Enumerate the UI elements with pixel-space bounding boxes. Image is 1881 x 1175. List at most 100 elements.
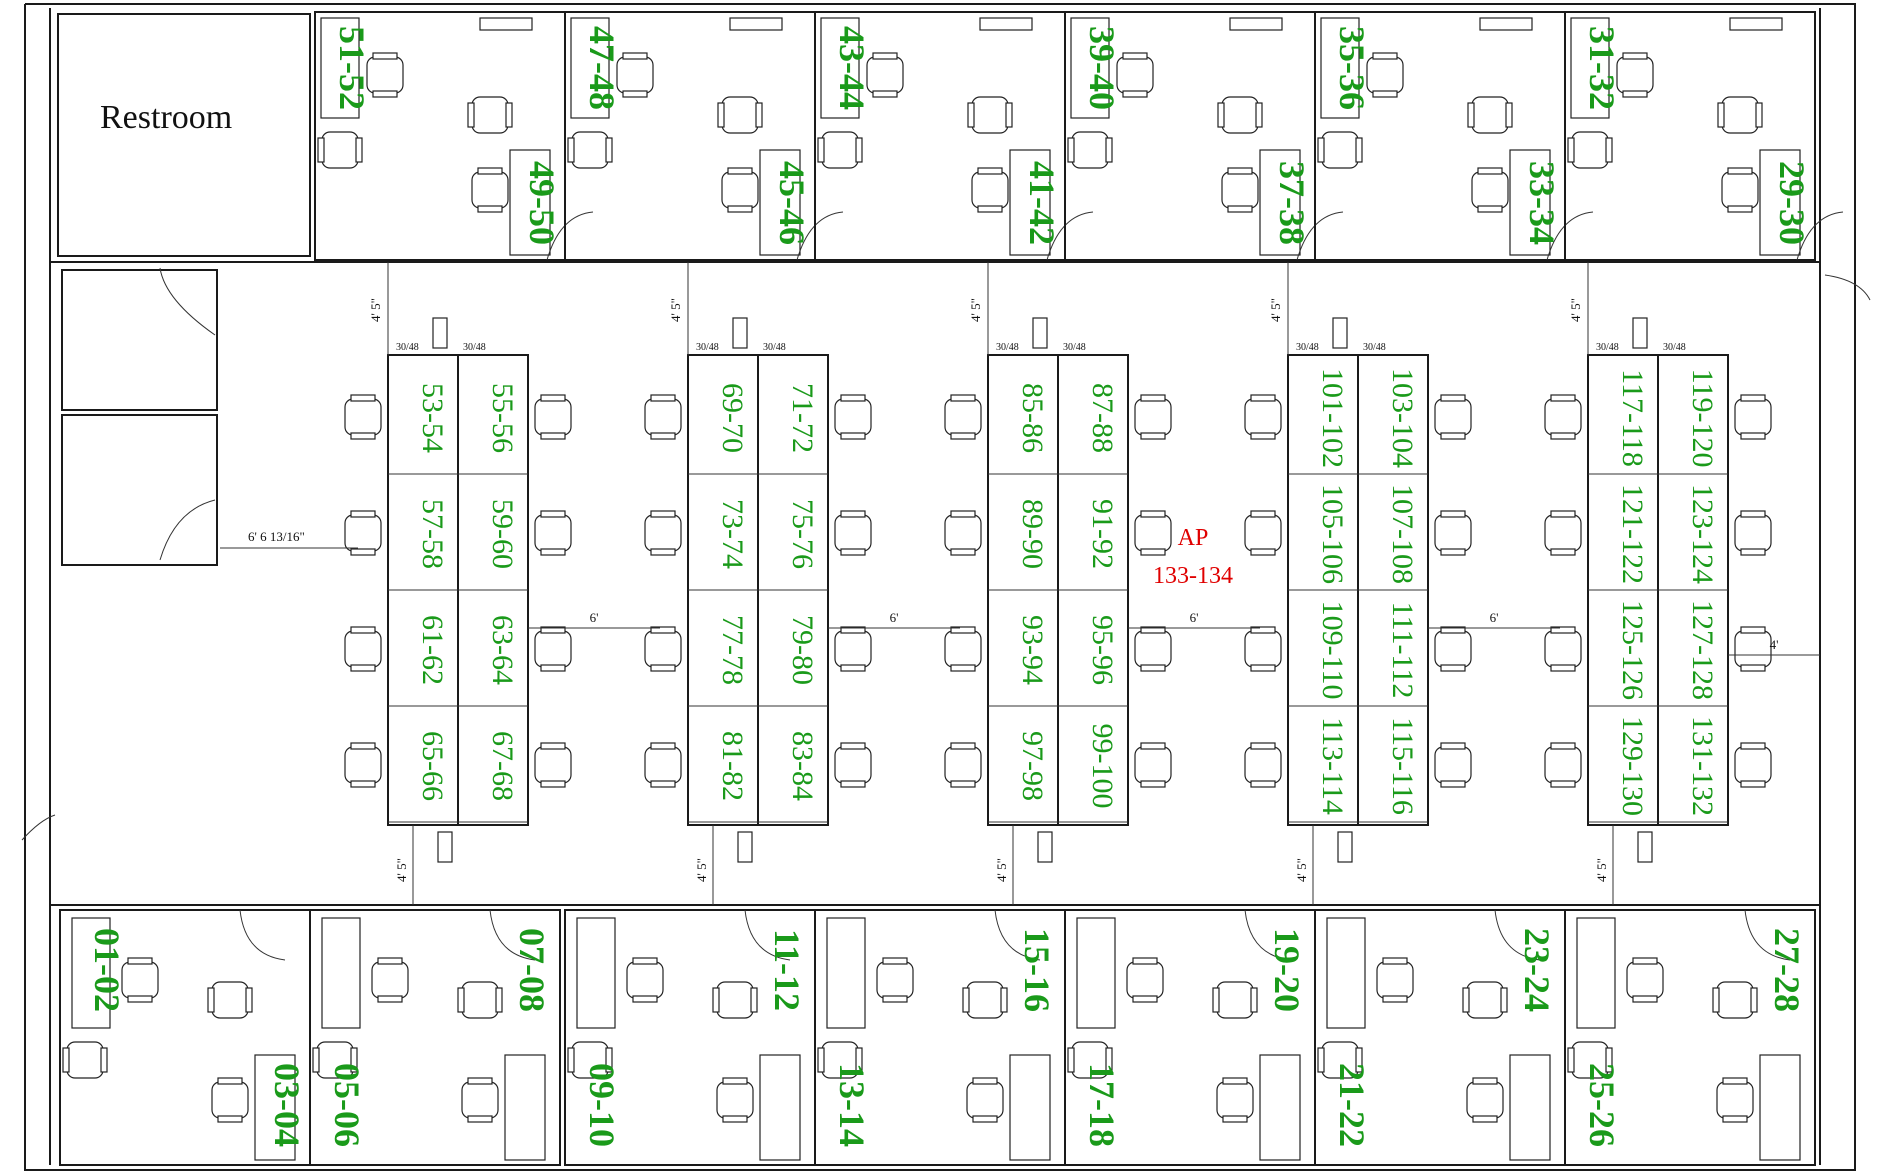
chair-icon <box>62 1041 108 1079</box>
desk <box>1759 1054 1801 1161</box>
corridor-dimension: 4' 5" <box>694 858 709 882</box>
chair-icon <box>1734 742 1772 788</box>
chair-icon <box>1134 394 1172 440</box>
chair-icon <box>1544 626 1582 672</box>
office-number-label: 49-50 <box>522 161 562 245</box>
chair-icon <box>567 131 613 169</box>
chair-icon <box>834 742 872 788</box>
door-swing <box>744 909 791 961</box>
building-walls <box>21 3 1871 1171</box>
desk <box>1009 1054 1051 1161</box>
chair-icon <box>866 52 904 98</box>
pedestal <box>732 317 748 349</box>
chair-icon <box>1244 510 1282 556</box>
chair-icon <box>1134 626 1172 672</box>
office-number-label: 25-26 <box>1582 1063 1622 1147</box>
corridor-dimension: 4' 5" <box>994 858 1009 882</box>
office-number-label: 09-10 <box>582 1063 622 1147</box>
chair-icon <box>1366 52 1404 98</box>
chair-icon <box>1471 167 1509 213</box>
chair-icon <box>1616 52 1654 98</box>
chair-icon <box>1734 394 1772 440</box>
workstation-number-label: 71-72 <box>786 383 819 453</box>
pedestal <box>1632 317 1648 349</box>
workstation-number-label: 105-106 <box>1316 484 1349 584</box>
office-number-label: 31-32 <box>1582 26 1622 110</box>
workstation-number-label: 109-110 <box>1316 601 1349 700</box>
workstation-number-label: 99-100 <box>1086 724 1119 809</box>
chair-icon <box>1626 957 1664 1003</box>
desk <box>1009 149 1051 256</box>
chair-icon <box>1216 1077 1254 1123</box>
chair-icon <box>817 1041 863 1079</box>
workstation-number-label: 131-132 <box>1686 716 1719 816</box>
chair-icon <box>457 981 503 1019</box>
top-offices: 51-5249-5047-4845-4643-4441-4239-4037-38… <box>314 11 1844 261</box>
chair-icon <box>834 510 872 556</box>
chair-icon <box>1434 510 1472 556</box>
desk-size-label: 30/48 <box>1296 342 1319 353</box>
chair-icon <box>1244 394 1282 440</box>
desk <box>759 1054 801 1161</box>
workstation-number-label: 63-64 <box>486 615 519 685</box>
chair-icon <box>717 96 763 134</box>
chair-icon <box>1434 742 1472 788</box>
desk <box>1570 17 1610 119</box>
aisle-dimension: 6' <box>1190 610 1199 625</box>
chair-icon <box>1317 131 1363 169</box>
office-number-label: 39-40 <box>1082 26 1122 110</box>
workstation-number-label: 117-118 <box>1616 369 1649 467</box>
office-number-label: 27-28 <box>1767 928 1807 1012</box>
chair-icon <box>834 626 872 672</box>
aisle-dimension: 6' <box>1490 610 1499 625</box>
chair-icon <box>1544 742 1582 788</box>
office-number-label: 07-08 <box>512 928 552 1012</box>
desk <box>576 917 616 1029</box>
workstation-number-label: 129-130 <box>1616 716 1649 816</box>
workstation-number-label: 61-62 <box>416 615 449 685</box>
workstation-number-label: 87-88 <box>1086 383 1119 453</box>
office-number-label: 29-30 <box>1772 161 1812 245</box>
chair-icon <box>207 981 253 1019</box>
office-number-label: 23-24 <box>1517 928 1557 1012</box>
chair-icon <box>1716 1077 1754 1123</box>
desk <box>321 917 361 1029</box>
chair-icon <box>1462 981 1508 1019</box>
office-number-label: 03-04 <box>267 1063 307 1147</box>
door-swing <box>994 909 1041 961</box>
door-swing <box>1244 909 1291 961</box>
desk-size-label: 30/48 <box>763 342 786 353</box>
pedestal <box>432 317 448 349</box>
corridor-dimension: 4' 5" <box>394 858 409 882</box>
workstation-number-label: 93-94 <box>1016 615 1049 685</box>
workstation-number-label: 81-82 <box>716 731 749 801</box>
chair-icon <box>1317 1041 1363 1079</box>
desk <box>1509 149 1551 256</box>
chair-icon <box>644 626 682 672</box>
workstation-number-label: 107-108 <box>1386 484 1419 584</box>
workstation-number-label: 85-86 <box>1016 383 1049 453</box>
workstation-number-label: 119-120 <box>1686 369 1719 468</box>
workstation-number-label: 89-90 <box>1016 499 1049 569</box>
office-number-label: 15-16 <box>1017 928 1057 1012</box>
desk-size-label: 30/48 <box>696 342 719 353</box>
chair-icon <box>317 131 363 169</box>
workstation-number-label: 125-126 <box>1616 600 1649 700</box>
chair-icon <box>1721 167 1759 213</box>
shelf <box>979 17 1033 31</box>
chair-icon <box>712 981 758 1019</box>
pedestal <box>1637 831 1653 863</box>
workstation-number-label: 53-54 <box>416 383 449 453</box>
workstation-number-label: 127-128 <box>1686 600 1719 700</box>
workstation-number-label: 83-84 <box>786 731 819 801</box>
chair-icon <box>644 394 682 440</box>
